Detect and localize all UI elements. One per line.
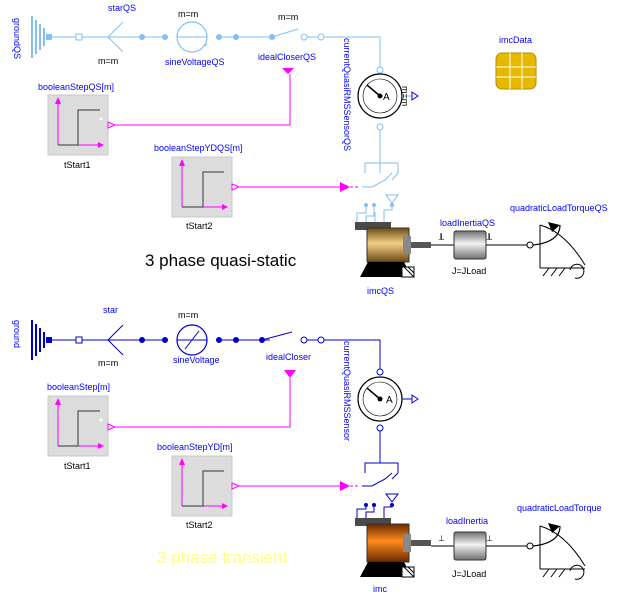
qs-boolean-wires [115, 74, 360, 188]
qs-sensor: A [357, 66, 419, 131]
qs-star-label: starQS [108, 3, 136, 13]
qs-switch [233, 28, 325, 74]
qs-step2-block [171, 156, 241, 218]
tr-machine-label: imc [373, 584, 387, 594]
tr-source-label: sineVoltage [173, 355, 220, 365]
qs-inertia: ⊥ ⊥ [431, 230, 527, 260]
qs-switch-label: idealCloserQS [258, 52, 316, 62]
tr-title: 3 phase transient [157, 548, 288, 567]
qs-title: 3 phase quasi-static [145, 251, 297, 270]
svg-text:⊥: ⊥ [486, 233, 493, 242]
qs-star-m: m=m [98, 56, 118, 66]
tr-source-m: m=m [178, 310, 198, 320]
qs-source [139, 21, 222, 53]
tr-star-label: star [103, 305, 118, 315]
qs-wiring [50, 36, 399, 222]
qs-step1-block [47, 94, 117, 156]
tr-sensor: A [357, 368, 419, 432]
tr-source [139, 324, 222, 356]
tr-star [75, 324, 124, 356]
tr-step1-label: booleanStep[m] [47, 382, 110, 392]
tr-inertia-param: J=JLoad [452, 569, 486, 579]
svg-text:A: A [386, 395, 393, 406]
qs-source-label: sineVoltageQS [165, 57, 225, 67]
qs-step1-label: booleanStepQS[m] [38, 82, 114, 92]
qs-step2-name: tStart2 [186, 221, 213, 231]
qs-load [526, 222, 586, 279]
tr-inertia: ⊥ ⊥ [431, 531, 527, 561]
qs-step1-name: tStart1 [64, 160, 91, 170]
qs-sensor-label: currentQuasiRMSSensorQS [342, 38, 352, 151]
tr-step1-name: tStart1 [64, 461, 91, 471]
tr-ground [31, 320, 52, 360]
qs-source-minus: - [178, 40, 181, 50]
svg-text:⊥: ⊥ [486, 534, 493, 543]
svg-text:A: A [383, 92, 390, 103]
qs-yd-switch [340, 172, 399, 207]
tr-step1-block [47, 395, 117, 457]
tr-step2-name: tStart2 [186, 520, 213, 530]
qs-inertia-label: loadInertiaQS [440, 218, 495, 228]
qs-source-plus: + [203, 40, 208, 50]
tr-switch-label: idealCloser [266, 352, 311, 362]
qs-sensor-m: m=m [400, 86, 410, 106]
tr-sensor-label: currentQuasiRMSSensor [342, 341, 352, 441]
qs-star [75, 21, 124, 53]
qs-switch-m: m=m [278, 12, 298, 22]
qs-inertia-param: J=JLoad [452, 266, 486, 276]
tr-load-label: quadraticLoadTorque [517, 503, 602, 513]
qs-data-record [495, 52, 537, 90]
tr-boolean-wires [115, 378, 360, 487]
tr-step2-block [171, 455, 241, 517]
svg-text:⊥: ⊥ [438, 233, 445, 242]
qs-step2-label: booleanStepYDQS[m] [154, 143, 243, 153]
qs-machine-label: imcQS [367, 286, 394, 296]
svg-text:⊥: ⊥ [438, 534, 445, 543]
tr-step2-label: booleanStepYD[m] [157, 442, 233, 452]
qs-ground [31, 16, 52, 58]
tr-ground-label: ground [12, 320, 22, 348]
tr-load [526, 523, 586, 580]
qs-load-label: quadraticLoadTorqueQS [510, 203, 608, 213]
tr-star-m: m=m [98, 358, 118, 368]
tr-switch [233, 331, 325, 378]
qs-ground-label: groundQS [12, 18, 22, 59]
tr-machine [355, 518, 431, 578]
qs-machine [355, 222, 431, 278]
qs-data-label: imcData [499, 35, 532, 45]
tr-inertia-label: loadInertia [446, 516, 488, 526]
tr-yd-switch [340, 472, 399, 507]
qs-source-m: m=m [178, 9, 198, 19]
